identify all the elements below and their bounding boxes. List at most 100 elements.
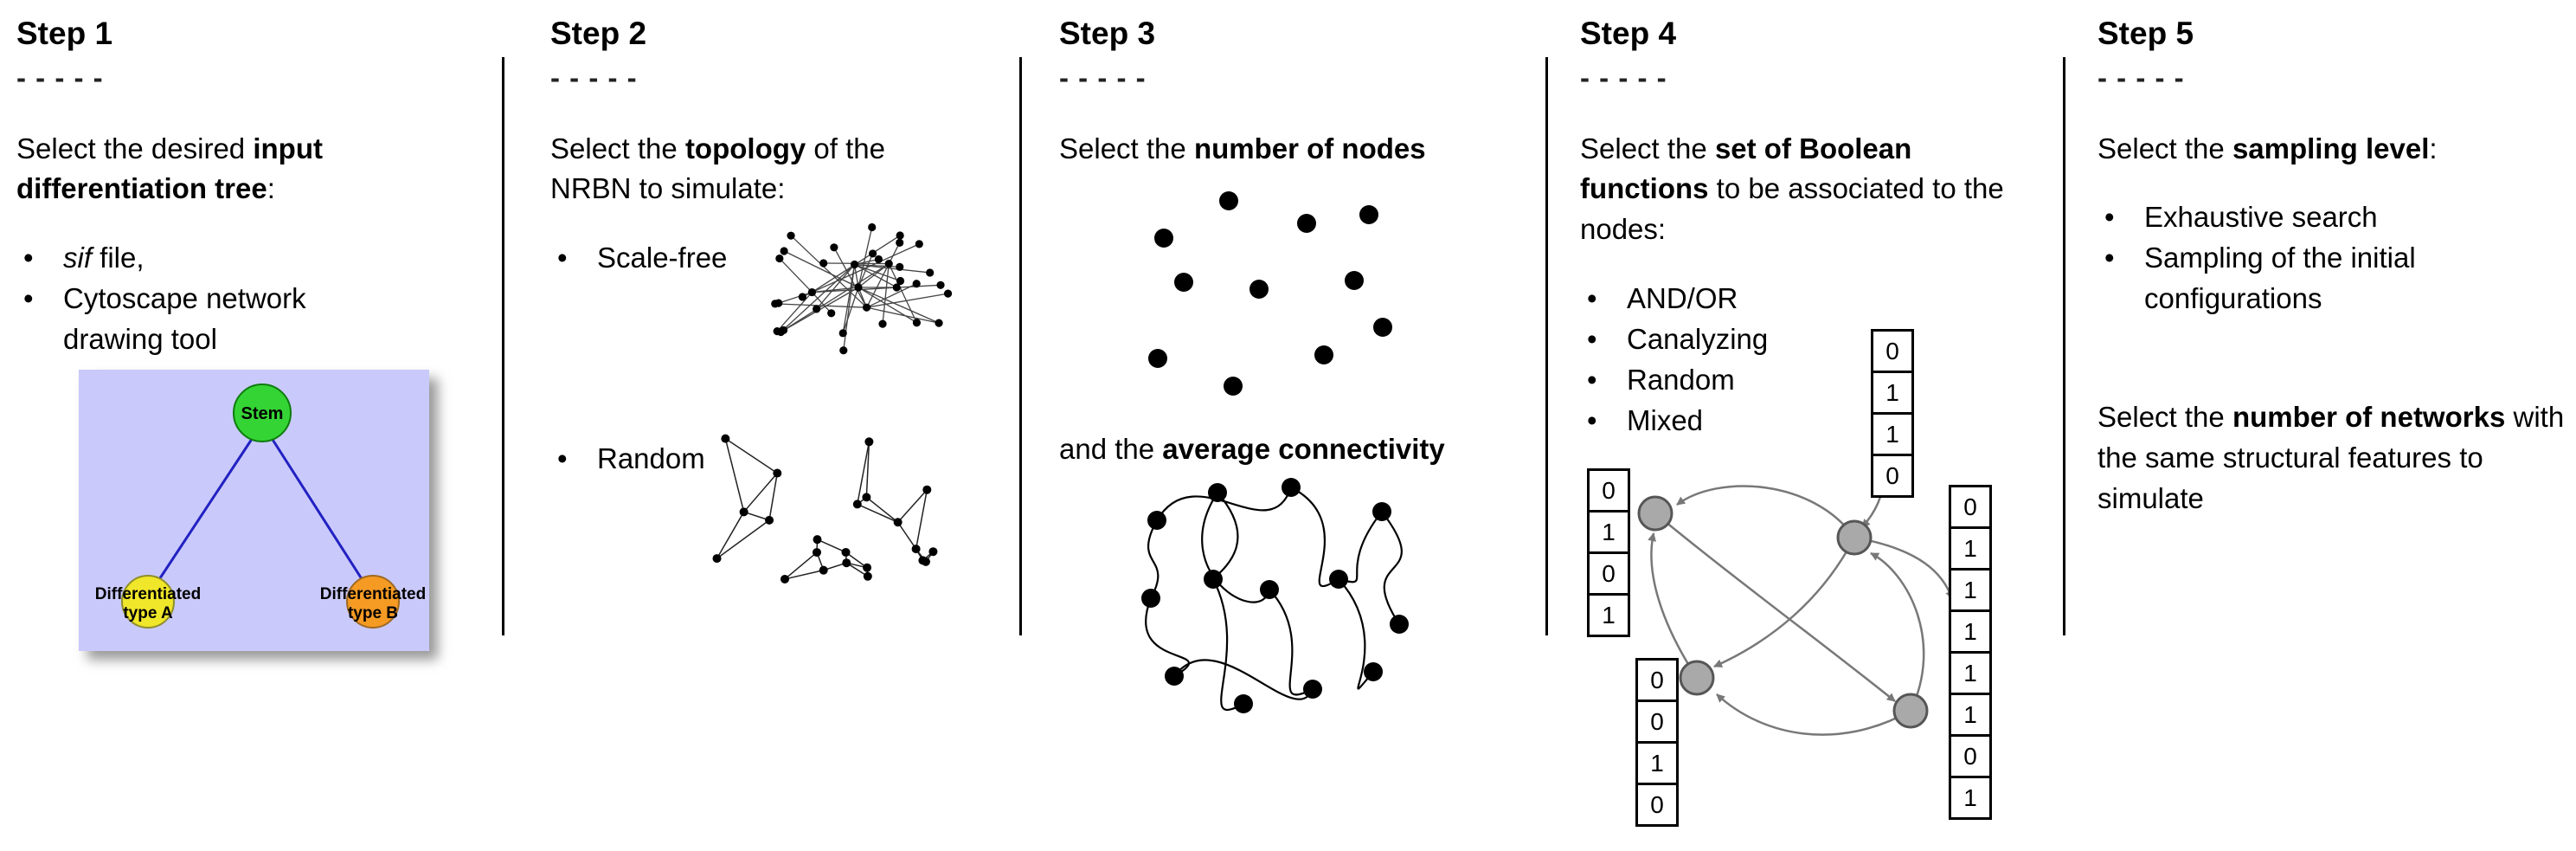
- step-1-title: Step 1: [16, 16, 113, 51]
- network-node: [842, 558, 851, 568]
- network-node: [850, 260, 859, 269]
- truth-table-cell: 1: [1635, 741, 1679, 785]
- network-node: [712, 554, 722, 564]
- network-node: [765, 515, 774, 525]
- step-2-bullet-random-text: Random: [597, 442, 705, 475]
- network-edge: [784, 569, 824, 580]
- step-1-column: Step 1 - - - - - Select the desired inpu…: [16, 16, 429, 651]
- network-node: [862, 303, 871, 312]
- network-edge: [790, 235, 868, 308]
- step-4-bullet-list: • AND/OR • Canalyzing • Random • Mixed: [1580, 279, 2008, 441]
- connectivity-edge: [1145, 597, 1190, 677]
- step-3-line1-text: Select the: [1059, 132, 1194, 164]
- sif-rest: file,: [92, 242, 145, 274]
- differentiated-type-a-node: [121, 575, 175, 629]
- network-edge: [784, 551, 818, 580]
- step-3-dash-separator: - - - - -: [1059, 61, 1147, 93]
- network-edge: [779, 258, 813, 293]
- node-dot: [1224, 377, 1243, 396]
- network-node: [896, 238, 904, 247]
- truth-table-cell: 0: [1587, 551, 1630, 596]
- network-edge: [783, 263, 890, 331]
- step-5-paragraph2-bold: number of networks: [2232, 400, 2506, 433]
- network-edge: [897, 489, 928, 523]
- network-edge: [743, 473, 778, 513]
- gene-node-a: [1637, 495, 1673, 532]
- step-2-bullet-random: • Random: [550, 439, 957, 480]
- step-1-dash-separator: - - - - -: [16, 61, 104, 93]
- step-2-bullet-scale-free-text: Scale-free: [597, 242, 728, 274]
- nodes-dots-figure: [1148, 191, 1392, 396]
- bullet-icon: •: [1587, 403, 1597, 436]
- edge-c-to-a: [1648, 532, 1699, 679]
- boolean-network-edges: [1648, 484, 1954, 736]
- truth-table-cell: 1: [1949, 609, 1992, 654]
- sif-italic: sif: [63, 242, 92, 274]
- connectivity-tangle-figure: [1141, 478, 1409, 713]
- step-4-intro-text: Select the: [1580, 132, 1715, 164]
- step-5-bullet-list: • Exhaustive search • Sampling of the in…: [2097, 197, 2565, 319]
- column-divider-3: [1545, 57, 1548, 635]
- connectivity-edge: [1338, 511, 1383, 583]
- connectivity-edge: [1290, 487, 1339, 588]
- network-edge: [854, 263, 901, 282]
- network-node: [780, 326, 788, 335]
- node-dots: [1148, 191, 1392, 396]
- network-node: [892, 283, 901, 292]
- network-edge: [865, 496, 899, 523]
- truth-table-cell: 1: [1587, 510, 1630, 554]
- network-edge: [811, 292, 832, 314]
- scale-free-network-figure: [771, 222, 953, 355]
- network-node: [864, 437, 874, 447]
- network-edge: [812, 243, 920, 293]
- step-5-bullet-sampling: • Sampling of the initial configurations: [2097, 238, 2565, 319]
- network-edge: [915, 489, 928, 550]
- connectivity-node: [1234, 694, 1253, 713]
- edge-b-to-a: [1676, 485, 1856, 538]
- truth-table-cell: 1: [1949, 568, 1992, 612]
- bullet-icon: •: [1587, 363, 1597, 396]
- scale-free-network: [771, 222, 953, 355]
- network-edge: [833, 247, 868, 308]
- network-node: [798, 293, 806, 301]
- network-edge: [845, 551, 868, 569]
- step-4-intro: Select the set of Boolean functions to b…: [1580, 129, 2008, 251]
- boolean-network-figure: [1637, 484, 1954, 736]
- network-edge: [858, 287, 917, 324]
- truth-table-cell: 1: [1587, 593, 1630, 637]
- bullet-icon: •: [557, 442, 568, 475]
- network-node: [911, 545, 921, 554]
- step-4-bullet-canalyzing-text: Canalyzing: [1627, 322, 1769, 355]
- truth-table-cell: 1: [1949, 693, 1992, 737]
- step-2-bullet-scale-free: • Scale-free: [550, 238, 957, 279]
- connectivity-edge: [1201, 492, 1271, 603]
- step-4-dash-separator: - - - - -: [1580, 61, 1667, 93]
- network-node: [774, 299, 783, 307]
- step-4-intro-rest: to be associated to the nodes:: [1580, 172, 2004, 246]
- network-edge: [857, 442, 870, 505]
- network-edge: [866, 306, 940, 324]
- step-4-bullet-random-text: Random: [1627, 363, 1735, 396]
- edge-b-to-c: [1713, 537, 1856, 668]
- truth-table-cell: 1: [1949, 526, 1992, 571]
- network-edge: [768, 473, 779, 520]
- network-edge: [858, 287, 940, 324]
- step-5-bullet-sampling-text: Sampling of the initial configurations: [2144, 242, 2416, 315]
- network-edge: [716, 511, 745, 559]
- column-divider-4: [2063, 57, 2065, 635]
- node-dot: [1345, 271, 1364, 290]
- step-1-bullet-sif-text: sif file,: [63, 238, 380, 279]
- gene-node-d: [1892, 693, 1929, 729]
- network-edge: [858, 227, 873, 288]
- network-node: [839, 346, 848, 355]
- network-node: [812, 548, 821, 558]
- network-edge: [866, 283, 917, 308]
- step-4-bullet-mixed: • Mixed: [1580, 401, 2008, 442]
- connectivity-node: [1303, 680, 1322, 699]
- connectivity-edge: [1381, 511, 1403, 625]
- step-3-line1: Select the number of nodes: [1059, 129, 1535, 170]
- type-a-label-line2: type A: [123, 604, 173, 622]
- network-node: [896, 231, 904, 240]
